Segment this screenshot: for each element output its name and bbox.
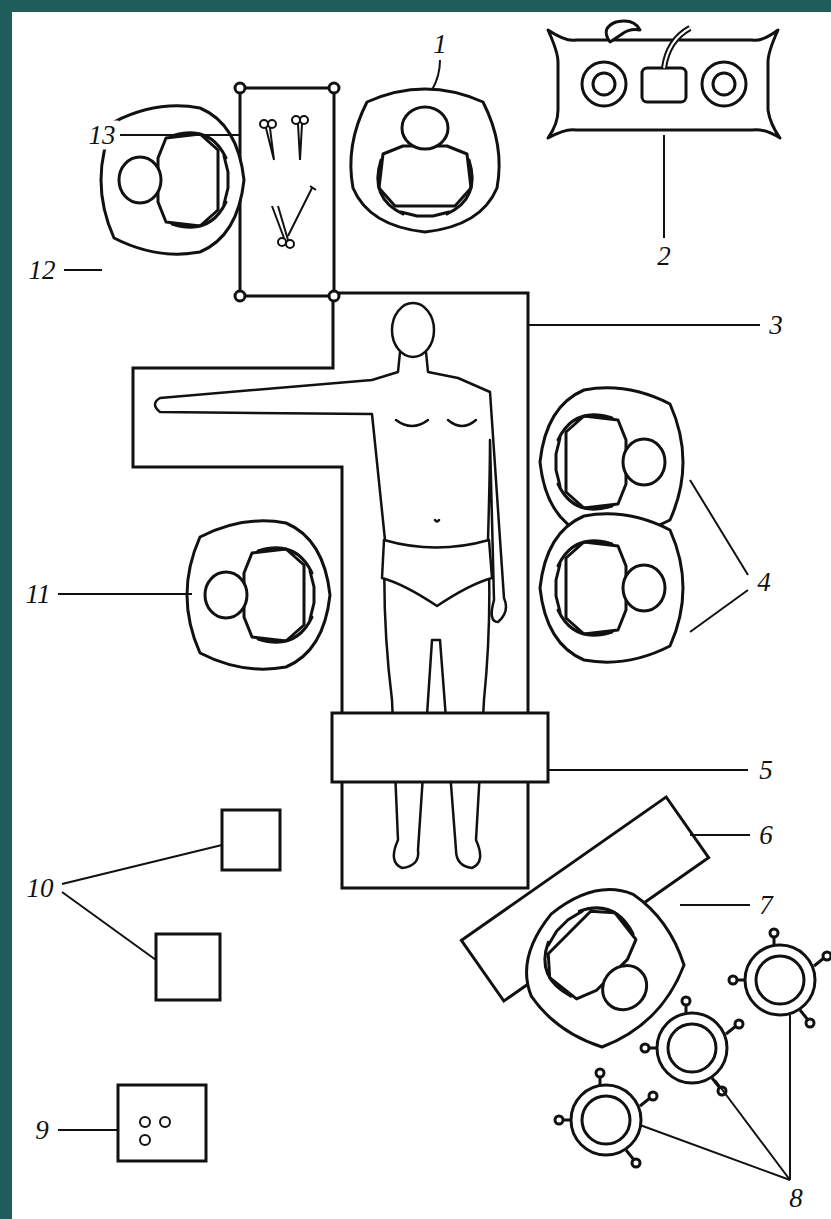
callout-number: 1: [430, 30, 450, 59]
callout-number: 11: [23, 580, 54, 609]
callout-number: 13: [86, 121, 119, 150]
callout-number: 6: [756, 821, 776, 850]
callout-number: 8: [786, 1184, 806, 1213]
callout-number: 5: [756, 756, 776, 785]
callout-number: 2: [654, 242, 674, 271]
callout-number: 9: [32, 1116, 52, 1145]
callout-number: 10: [24, 874, 57, 903]
callout-number: 12: [26, 256, 59, 285]
callout-number: 4: [754, 568, 774, 597]
callout-number: 7: [756, 891, 776, 920]
callout-number: 3: [766, 311, 786, 340]
